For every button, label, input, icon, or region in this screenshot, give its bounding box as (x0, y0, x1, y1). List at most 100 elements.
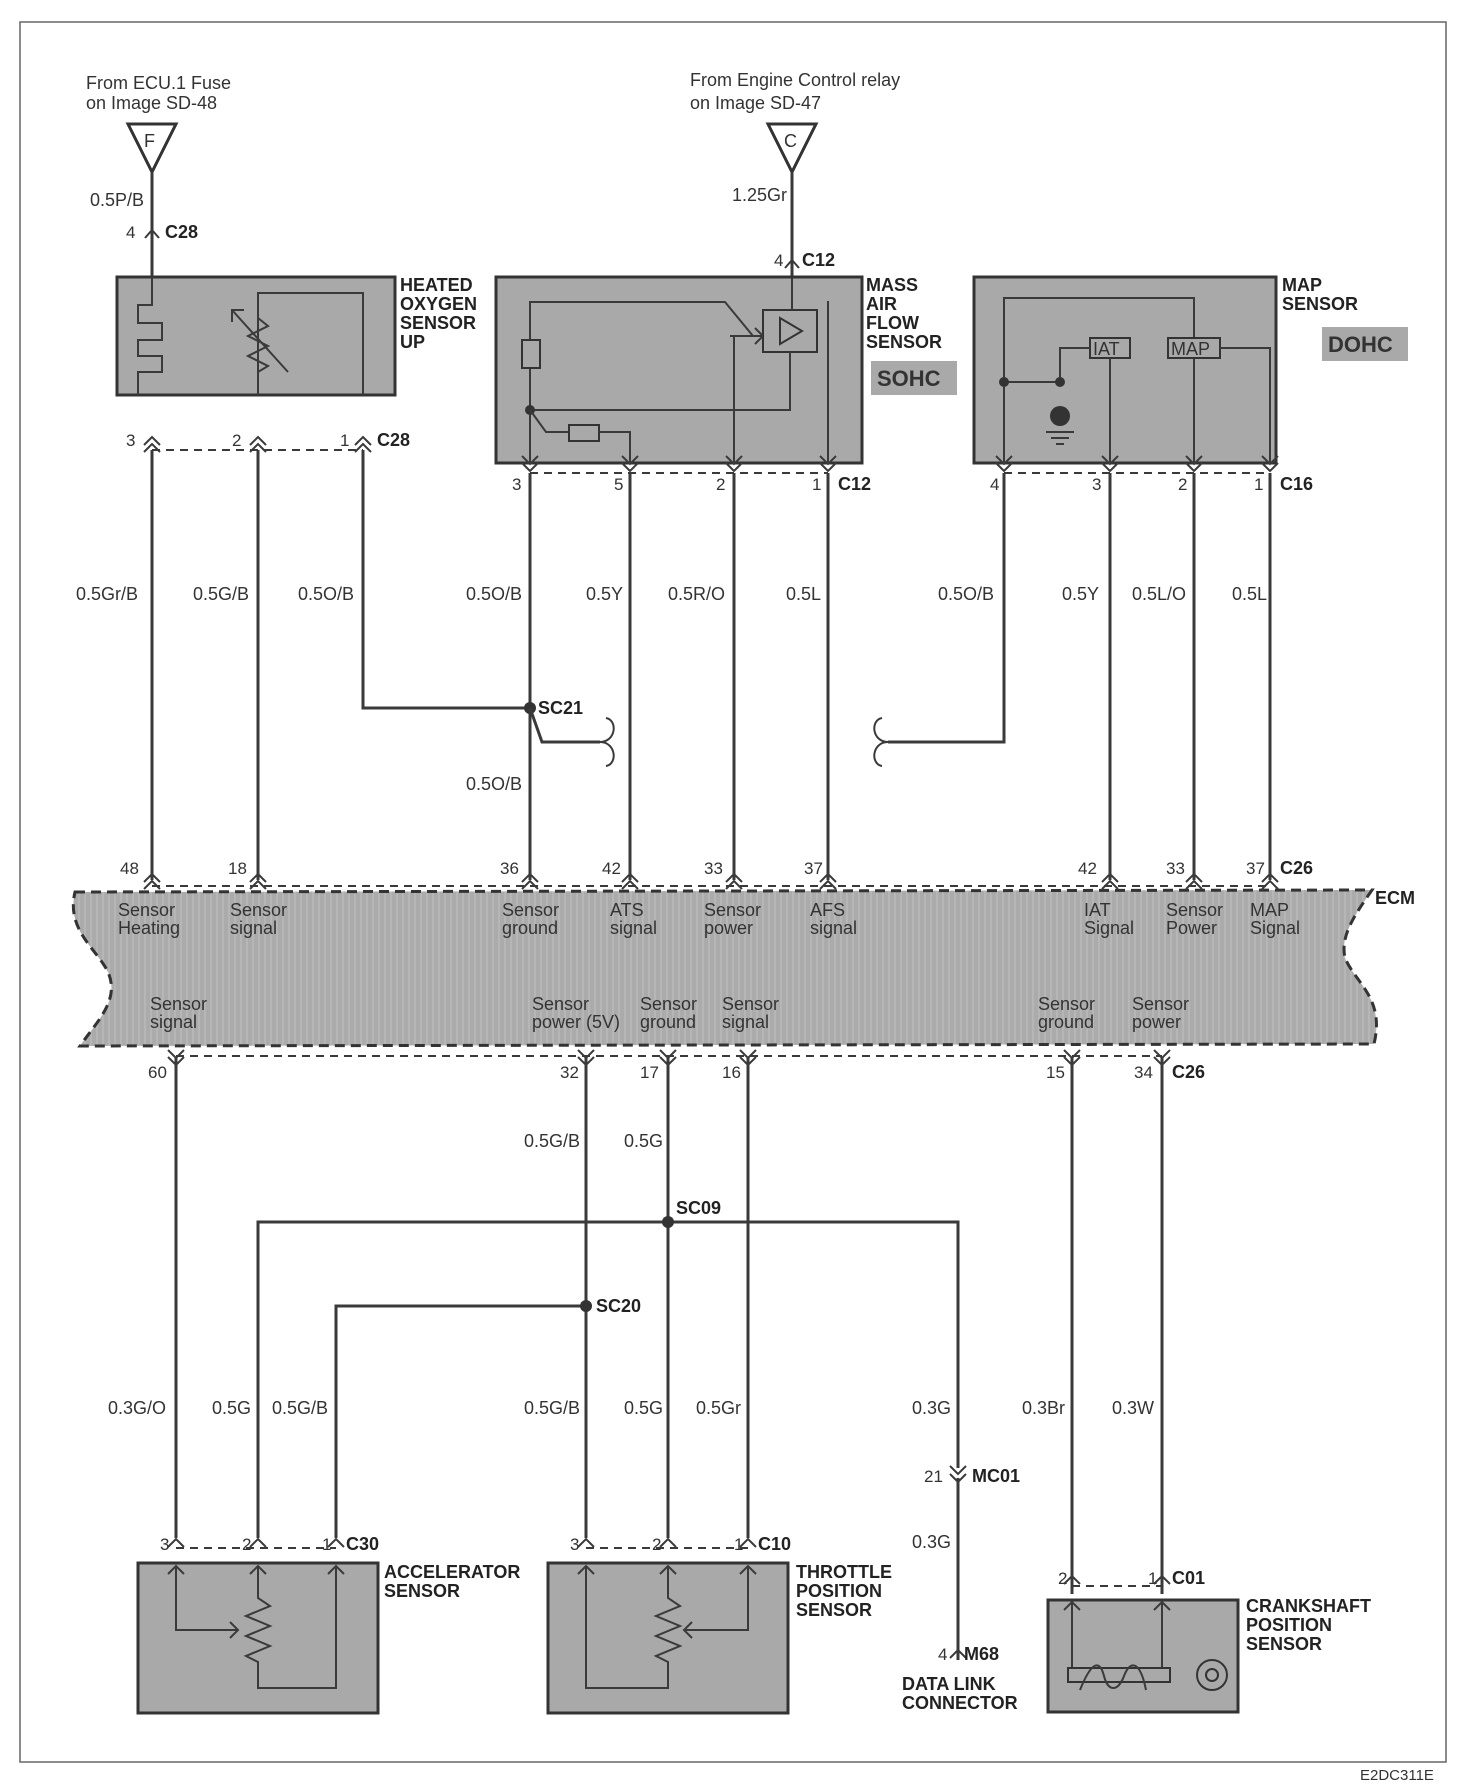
maf-label-3: FLOW (866, 313, 919, 333)
wire-label-o2-sig: 0.5G/B (193, 584, 249, 604)
ecm-b-gnd2-1: Sensor (1038, 994, 1095, 1014)
ecm-map-2: Signal (1250, 918, 1300, 938)
map-label-2: SENSOR (1282, 294, 1358, 314)
ecm-b-pwr5-1: Sensor (532, 994, 589, 1014)
pin-tps-3: 3 (570, 1535, 579, 1554)
ecm-heat-1: Sensor (118, 900, 175, 920)
ckp-label-2: POSITION (1246, 1615, 1332, 1635)
ecm-ats-2: signal (610, 918, 657, 938)
dohc-badge (1322, 327, 1408, 361)
pin-map-3: 3 (1092, 475, 1101, 494)
ecm-afs-1: AFS (810, 900, 845, 920)
pin-map-1: 1 (1254, 475, 1263, 494)
pin-o2-2: 2 (232, 431, 241, 450)
wire-label-tps-gnd-top: 0.5G (624, 1131, 663, 1151)
accel-label-1: ACCELERATOR (384, 1562, 520, 1582)
throttle-resistor-icon (585, 1566, 683, 1689)
ecm-label: ECM (1375, 888, 1415, 908)
pin-ecm-37a: 37 (804, 859, 823, 878)
heater-element-icon (137, 277, 163, 395)
pin-acc-2: 2 (242, 1535, 251, 1554)
pin-ecm-42a: 42 (602, 859, 621, 878)
tps-label-2: POSITION (796, 1581, 882, 1601)
ecm-sig-1: Sensor (230, 900, 287, 920)
variable-resistor-icon (245, 317, 271, 373)
ecm-gnd-2: ground (502, 918, 558, 938)
wire-label-sc21-out: 0.5O/B (466, 774, 522, 794)
connector-c10: C10 (758, 1534, 791, 1554)
wire-label-map-iat: 0.5Y (1062, 584, 1099, 604)
amplifier-chip (762, 309, 818, 353)
wire-label-acc-pwr: 0.5G/B (272, 1398, 328, 1418)
relay-source-label-1: From Engine Control relay (690, 70, 900, 90)
wire-sc20-bus (334, 1304, 586, 1538)
tps-label-3: SENSOR (796, 1600, 872, 1620)
pin-map-4: 4 (990, 475, 999, 494)
wire-label-ckp-gnd: 0.3Br (1022, 1398, 1065, 1418)
crankshaft-position-sensor-box (1046, 1598, 1240, 1714)
ckp-label-3: SENSOR (1246, 1634, 1322, 1654)
splice-label-sc09: SC09 (676, 1198, 721, 1218)
ecm-iat-2: Signal (1084, 918, 1134, 938)
ecm-b-sig2-2: signal (722, 1012, 769, 1032)
connector-c26-bottom: C26 (1172, 1062, 1205, 1082)
ecm-b-gnd-1: Sensor (640, 994, 697, 1014)
pin-ckp-1: 1 (1148, 1569, 1157, 1588)
map-sensor-box (972, 275, 1278, 465)
wire-sc09-bus (256, 1220, 960, 1538)
splice-label-sc21: SC21 (538, 698, 583, 718)
ecm-pwr-1: Sensor (704, 900, 761, 920)
ecm-map-1: MAP (1250, 900, 1289, 920)
wire-label-relay: 1.25Gr (732, 185, 787, 205)
wire-label-o2-gnd: 0.5O/B (298, 584, 354, 604)
pin-ecm-32: 32 (560, 1063, 579, 1082)
connector-c16: C16 (1280, 474, 1313, 494)
mass-air-flow-sensor-box (494, 275, 864, 465)
wire-o2-ground (361, 450, 530, 710)
ecm-ats-1: ATS (610, 900, 644, 920)
pin-ecm-15: 15 (1046, 1063, 1065, 1082)
wire-label-o2-heat: 0.5Gr/B (76, 584, 138, 604)
ecm-b-gnd2-2: ground (1038, 1012, 1094, 1032)
ecm-b-sig-2: signal (150, 1012, 197, 1032)
wire-label-acc-gnd: 0.5G (212, 1398, 251, 1418)
wire-label-tps-gnd: 0.5G (624, 1398, 663, 1418)
maf-resistor-1 (521, 339, 541, 369)
pin-tps-1: 1 (734, 1535, 743, 1554)
wire-label-tps-sig: 0.5Gr (696, 1398, 741, 1418)
pin-maf-1: 1 (812, 475, 821, 494)
connector-c28: C28 (377, 430, 410, 450)
ecm-iat-1: IAT (1084, 900, 1111, 920)
ecm-b-sig-1: Sensor (150, 994, 207, 1014)
pin-ecm-33a: 33 (704, 859, 723, 878)
fuse-source-label-2: on Image SD-48 (86, 93, 217, 113)
wire-label-maf-gnd: 0.5O/B (466, 584, 522, 604)
ecm-pwr2-1: Sensor (1166, 900, 1223, 920)
page-frame (19, 21, 1447, 1763)
splice-sc20 (580, 1300, 592, 1312)
pickup-coil-icon (1067, 1667, 1171, 1683)
pin-ecm-60: 60 (148, 1063, 167, 1082)
wire-label-map-gnd: 0.5O/B (938, 584, 994, 604)
reluctor-wheel-icon (1196, 1659, 1228, 1691)
pin-ecm-34: 34 (1134, 1063, 1153, 1082)
pin-acc-3: 3 (160, 1535, 169, 1554)
maf-label-2: AIR (866, 294, 897, 314)
wire-label-tps-pwr-top: 0.5G/B (524, 1131, 580, 1151)
accel-label-2: SENSOR (384, 1581, 460, 1601)
map-label-1: MAP (1282, 275, 1322, 295)
connector-c12-top: C12 (802, 250, 835, 270)
o2-sensor-loop (257, 292, 364, 395)
maf-resistor-2 (568, 424, 600, 442)
amplifier-icon (779, 316, 804, 346)
ecm-gnd-1: Sensor (502, 900, 559, 920)
wire-label-acc-sig: 0.3G/O (108, 1398, 166, 1418)
pin-ecm-48: 48 (120, 859, 139, 878)
o2-label-4: UP (400, 332, 425, 352)
fuse-source-label-1: From ECU.1 Fuse (86, 73, 231, 93)
ecm-b-pwr5-2: power (5V) (532, 1012, 620, 1032)
pin-mc01-21: 21 (924, 1467, 943, 1486)
ecm-afs-2: signal (810, 918, 857, 938)
variable-resistor-arrow (231, 309, 289, 373)
connector-m68: M68 (964, 1644, 999, 1664)
